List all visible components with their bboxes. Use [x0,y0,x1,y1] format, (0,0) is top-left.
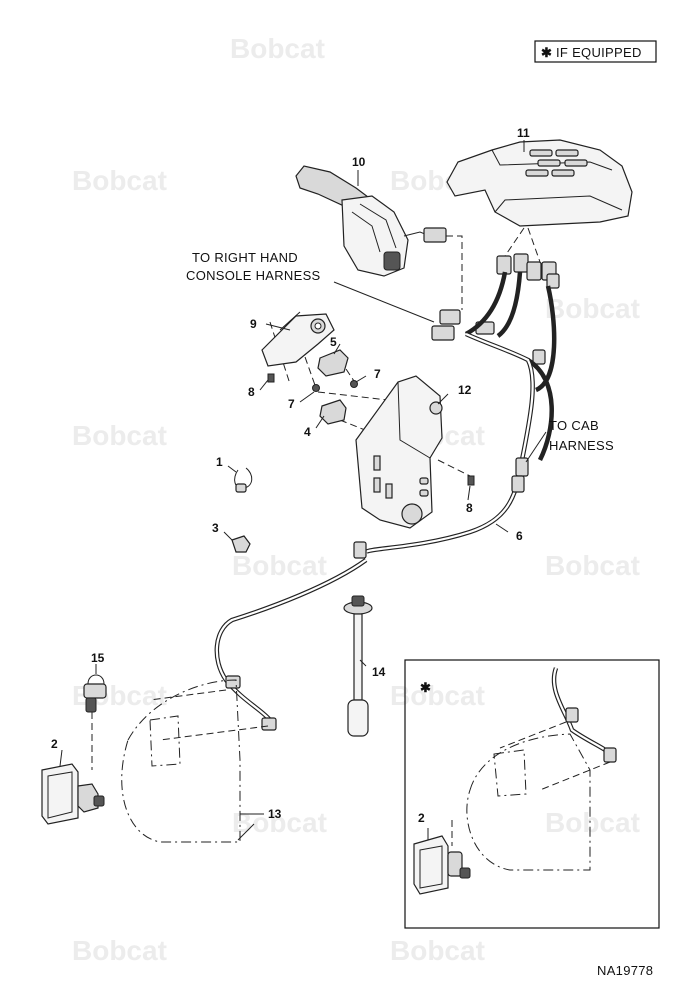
right-console-label-line2: CONSOLE HARNESS [186,268,321,283]
asterisk-icon: ✱ [541,45,552,60]
legend-box [534,40,657,63]
part-10-joystick [295,165,447,277]
right-console-label-line1: TO RIGHT HAND [192,250,298,265]
part-14-sender [343,595,373,737]
callout-1: 1 [216,455,223,469]
callout-6: 6 [516,529,523,543]
if-equipped-legend: ✱ IF EQUIPPED [534,40,657,63]
watermark: Bobcat [72,935,167,966]
callout-13: 13 [268,807,282,821]
callout-2-inset: 2 [418,811,425,825]
leader-lines [59,281,547,840]
asterisk-icon: ✱ [420,680,431,695]
hardware-7-8 [267,373,475,486]
legend-text: IF EQUIPPED [556,45,642,60]
callout-9: 9 [250,317,257,331]
callout-12: 12 [458,383,472,397]
watermark: Bobcat [545,550,640,581]
callout-7a: 7 [374,367,381,381]
part-3-clamp [231,535,251,553]
part-12-mount-plate [355,375,443,529]
cab-harness-label-line1: TO CAB [549,418,599,433]
callout-4: 4 [304,425,311,439]
part-15-connector [83,674,107,713]
part-4-sensor [319,399,347,425]
watermark: Bobcat [390,935,485,966]
watermark: Bobcat [390,680,485,711]
cab-harness-label-line2: HARNESS [549,438,614,453]
part-6-wire-harness [214,271,557,731]
callouts: 11 10 9 5 7 8 7 12 4 1 8 3 6 15 14 2 13 … [51,126,530,825]
part-11-console-cover [446,139,633,227]
assembly-lines [91,227,541,770]
callout-14: 14 [372,665,386,679]
harness-labels: TO RIGHT HAND CONSOLE HARNESS TO CAB HAR… [186,250,614,453]
watermark: Bobcat [545,293,640,324]
part-13-panel [121,679,255,843]
callout-5: 5 [330,335,337,349]
if-equipped-inset: ✱ [404,659,660,929]
watermark: Bobcat [72,420,167,451]
figure-id: NA19778 [597,963,653,978]
part-1-clip [234,467,253,493]
callout-3: 3 [212,521,219,535]
part-5-sensor [317,349,349,377]
watermark: Bobcat [545,807,640,838]
part-9-bracket [261,311,335,367]
watermark: Bobcat [72,165,167,196]
callout-2: 2 [51,737,58,751]
callout-10: 10 [352,155,366,169]
callout-7b: 7 [288,397,295,411]
callout-8a: 8 [248,385,255,399]
watermark: Bobcat [230,33,325,64]
watermark: Bobcat [232,807,327,838]
watermark: Bobcat [232,550,327,581]
callout-8b: 8 [466,501,473,515]
inset-frame [404,659,660,929]
part-2-lamp [41,763,105,825]
callout-15: 15 [91,651,105,665]
callout-11: 11 [517,126,530,140]
